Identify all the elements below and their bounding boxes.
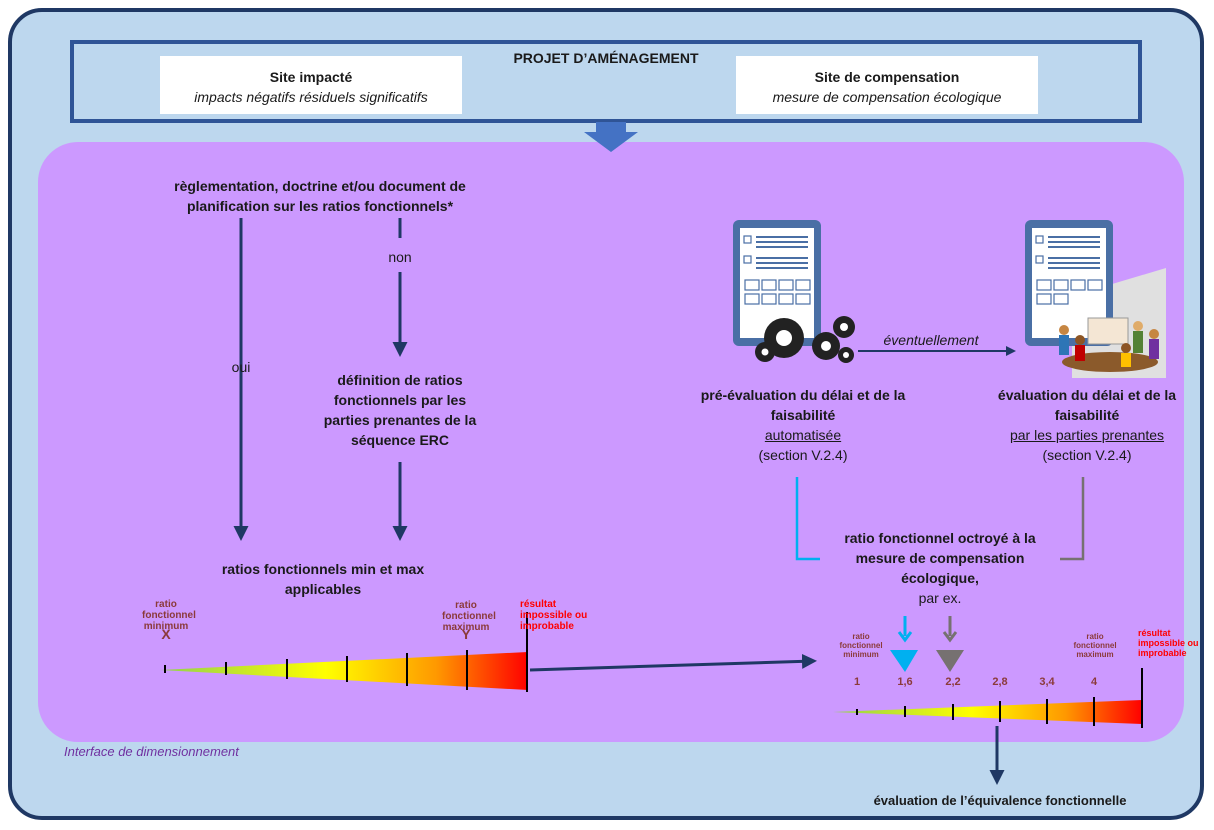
right-ratio-scale <box>833 700 1142 724</box>
functional-equivalence-label: évaluation de l’équivalence fonctionnell… <box>873 793 1127 808</box>
project-header-box: PROJET D’AMÉNAGEMENT Site impacté impact… <box>70 40 1142 123</box>
scale-value-4: 4 <box>1090 676 1098 688</box>
right-max-label: ratio fonctionnel maximum <box>1073 632 1117 659</box>
scale-value-1: 1 <box>853 676 861 688</box>
right-scale-ticks <box>856 668 1143 728</box>
right-min-label: ratio fonctionnel minimum <box>839 632 883 659</box>
regulation-question: règlementation, doctrine et/ou document … <box>174 178 466 214</box>
impacted-site-subtitle: impacts négatifs résiduels significatifs <box>194 89 428 105</box>
bracket-stake <box>1060 477 1085 561</box>
document-gears-icon <box>733 220 855 363</box>
scale-value-3-4: 3,4 <box>1039 676 1055 688</box>
compensation-site-box: Site de compensation mesure de compensat… <box>736 56 1038 114</box>
auto-evaluation-title: pré-évaluation du délai et de la faisabi… <box>700 387 906 423</box>
label-oui: oui <box>231 359 251 375</box>
bracket-auto <box>795 477 820 561</box>
example-label: par ex. <box>918 590 962 606</box>
left-max-symbol: Y <box>461 626 471 642</box>
label-eventuellement: éventuellement <box>883 332 979 348</box>
min-max-ratios: ratios fonctionnels min et max applicabl… <box>221 561 425 597</box>
stakeholder-evaluation-method: par les parties prenantes <box>1009 427 1165 443</box>
arrow-to-right-scale <box>529 653 817 672</box>
left-max-label: ratio fonctionnel maximum <box>442 600 496 633</box>
granted-ratio: ratio fonctionnel octroyé à la mesure de… <box>844 530 1036 586</box>
stakeholder-evaluation-section: (section V.2.4) <box>1042 447 1132 463</box>
project-title: PROJET D’AMÉNAGEMENT <box>513 50 699 66</box>
auto-evaluation-section: (section V.2.4) <box>758 447 848 463</box>
scale-value-2-2: 2,2 <box>945 676 961 688</box>
label-non: non <box>388 249 412 265</box>
auto-evaluation-method: automatisée <box>764 427 842 443</box>
scale-value-1-6: 1,6 <box>897 676 913 688</box>
stakeholder-evaluation-title: évaluation du délai et de la faisabilité <box>997 387 1177 423</box>
left-impossible-label: résultat impossible ou improbable <box>520 599 588 632</box>
compensation-site-title: Site de compensation <box>814 69 960 85</box>
pointer-stake <box>936 650 964 672</box>
definition-step: définition de ratios fonctionnels par le… <box>323 372 477 448</box>
left-scale-ticks <box>164 612 528 692</box>
compensation-site-subtitle: mesure de compensation écologique <box>772 89 1002 105</box>
down-arrow-header <box>584 122 638 152</box>
right-impossible-label: résultat impossible ou improbable <box>1138 628 1199 658</box>
interface-label: Interface de dimensionnement <box>64 744 239 759</box>
impacted-site-title: Site impacté <box>269 69 353 85</box>
document-meeting-icon <box>1025 220 1166 378</box>
impacted-site-box: Site impacté impacts négatifs résiduels … <box>160 56 462 114</box>
pointer-auto <box>890 650 918 672</box>
left-ratio-scale <box>160 652 528 690</box>
sizing-interface-panel <box>38 142 1184 742</box>
left-min-symbol: X <box>161 626 171 642</box>
left-min-label: ratio fonctionnel minimum <box>142 599 196 632</box>
scale-value-2-8: 2,8 <box>992 676 1008 688</box>
